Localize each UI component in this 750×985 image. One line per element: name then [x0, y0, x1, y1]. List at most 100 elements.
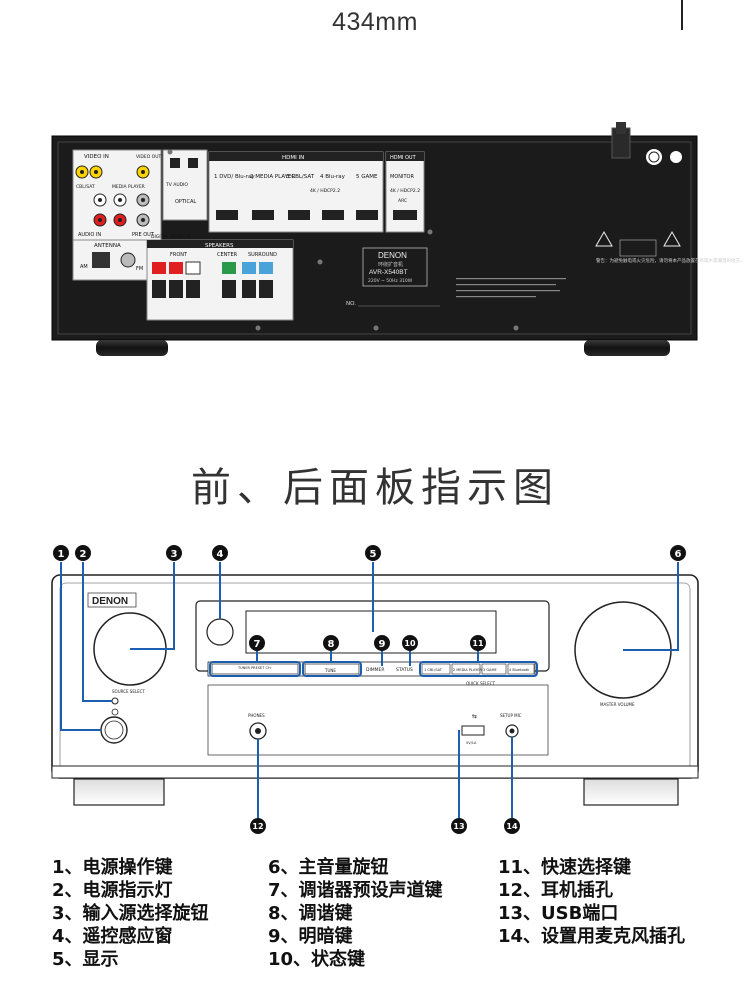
callout-5: 5	[365, 545, 381, 561]
legend-item: 8、调谐键	[268, 903, 353, 924]
legend-column-1: 1、电源操作键 2、电源指示灯 3、输入源选择旋钮 4、遥控感应窗 5、显示	[52, 856, 209, 971]
svg-text:⇆: ⇆	[472, 713, 477, 720]
svg-text:DENON: DENON	[378, 251, 407, 260]
svg-text:HDMI IN: HDMI IN	[282, 155, 304, 161]
callout-3: 3	[166, 545, 182, 561]
svg-text:VIDEO OUT MONITOR: VIDEO OUT MONITOR	[136, 154, 184, 160]
dimension-tick	[681, 0, 683, 30]
tune-button[interactable]	[304, 663, 360, 675]
svg-text:SPEAKERS: SPEAKERS	[205, 243, 234, 249]
svg-text:7: 7	[254, 639, 261, 650]
legend-item: 7、调谐器预设声道键	[268, 880, 443, 901]
svg-text:220V ~ 50Hz 310W: 220V ~ 50Hz 310W	[368, 278, 413, 284]
svg-text:AM: AM	[80, 264, 88, 270]
status-button[interactable]: STATUS	[396, 667, 413, 673]
callout-10: 10	[402, 635, 418, 651]
svg-text:警告：为避免触电或火灾危险，请勿将本产品放置在有雨水或潮湿的: 警告：为避免触电或火灾危险，请勿将本产品放置在有雨水或潮湿的地方。	[596, 257, 745, 264]
legend-item: 4、遥控感应窗	[52, 926, 173, 947]
svg-text:QUICK SELECT: QUICK SELECT	[466, 681, 496, 686]
svg-text:MONITOR: MONITOR	[390, 174, 414, 180]
power-indicator-led	[111, 697, 119, 705]
front-brand-logo: DENON	[92, 596, 128, 607]
svg-text:2 MEDIA PLAYER: 2 MEDIA PLAYER	[453, 668, 482, 672]
callout-6: 6	[670, 545, 686, 561]
svg-text:8: 8	[328, 639, 335, 650]
front-foot-left	[73, 778, 165, 806]
usb-port[interactable]	[461, 725, 485, 736]
front-panel: DENON SOURCE SELECT TUNER PRESET CH TUNE…	[51, 574, 699, 806]
svg-text:3 CBL/SAT: 3 CBL/SAT	[286, 174, 315, 180]
page-title: 前、后面板指示图	[191, 465, 559, 511]
front-foot-right	[583, 778, 679, 806]
svg-text:3: 3	[171, 549, 178, 560]
svg-text:4 Bluetooth: 4 Bluetooth	[509, 668, 529, 672]
svg-text:FRONT: FRONT	[170, 252, 188, 258]
svg-text:10: 10	[404, 639, 416, 648]
svg-text:1: 1	[58, 549, 65, 560]
svg-text:MEDIA PLAYER: MEDIA PLAYER	[112, 184, 145, 190]
svg-text:ARC: ARC	[398, 198, 407, 204]
callout-1: 1	[53, 545, 69, 561]
svg-text:AUDIO IN: AUDIO IN	[78, 232, 101, 238]
legend-item: 11、快速选择键	[498, 857, 632, 878]
rear-foot-right	[584, 340, 670, 356]
svg-text:5 GAME: 5 GAME	[356, 174, 378, 180]
power-icon	[111, 708, 119, 716]
svg-text:SURROUND: SURROUND	[248, 252, 277, 258]
callout-11: 11	[470, 635, 486, 651]
svg-text:环绕扩音机: 环绕扩音机	[378, 261, 403, 268]
callout-lines	[60, 562, 679, 818]
callout-14: 14	[504, 818, 520, 834]
svg-text:4: 4	[217, 549, 224, 560]
svg-text:OPTICAL: OPTICAL	[175, 199, 196, 205]
svg-text:5: 5	[370, 549, 377, 560]
legend-item: 5、显示	[52, 949, 119, 970]
svg-text:NO.: NO.	[346, 301, 356, 307]
svg-text:13: 13	[453, 822, 464, 831]
svg-text:1 DVD/ Blu-ray: 1 DVD/ Blu-ray	[214, 174, 255, 180]
svg-text:ANTENNA: ANTENNA	[94, 243, 121, 249]
svg-text:TUNER PRESET CH: TUNER PRESET CH	[237, 666, 271, 670]
callout-8: 8	[323, 635, 339, 651]
legend-column-3: 11、快速选择键 12、耳机插孔 13、USB端口 14、设置用麦克风插孔	[498, 856, 685, 948]
video-in-label: VIDEO IN	[84, 154, 109, 160]
legend-item: 1、电源操作键	[52, 857, 173, 878]
svg-text:AVR-X540BT: AVR-X540BT	[369, 269, 408, 276]
display-window	[245, 610, 497, 654]
svg-text:PHONES: PHONES	[248, 713, 265, 718]
svg-text:12: 12	[252, 822, 263, 831]
legend-item: 12、耳机插孔	[498, 880, 614, 901]
svg-text:5V/1A: 5V/1A	[466, 741, 477, 745]
svg-text:CBL/SAT: CBL/SAT	[76, 184, 95, 190]
svg-text:9: 9	[379, 639, 386, 650]
svg-text:PRE OUT: PRE OUT	[132, 232, 155, 238]
svg-text:HDMI OUT: HDMI OUT	[390, 155, 417, 161]
callout-13: 13	[451, 818, 467, 834]
tuner-preset-button[interactable]	[211, 663, 299, 675]
width-dimension-label: 434mm	[332, 8, 418, 36]
svg-text:4K / HDCP2.2: 4K / HDCP2.2	[390, 188, 420, 194]
svg-text:2 MEDIA PLAYER: 2 MEDIA PLAYER	[250, 174, 296, 180]
legend-column-2: 6、主音量旋钮 7、调谐器预设声道键 8、调谐键 9、明暗键 10、状态键	[268, 856, 443, 971]
callout-badges: 1 2 3 4 5 6 7 8 9 10 11 12 13 14	[53, 545, 686, 834]
callout-7: 7	[249, 635, 265, 651]
legend-item: 14、设置用麦克风插孔	[498, 926, 686, 947]
svg-text:CENTER: CENTER	[217, 252, 238, 258]
svg-text:2: 2	[80, 549, 87, 560]
svg-text:3 GAME: 3 GAME	[483, 668, 497, 672]
svg-text:11: 11	[472, 639, 484, 648]
svg-text:SETUP MIC: SETUP MIC	[500, 713, 522, 718]
svg-text:TV AUDIO: TV AUDIO	[165, 182, 188, 188]
dimmer-button[interactable]: DIMMER	[366, 667, 385, 673]
callout-12: 12	[250, 818, 266, 834]
callout-2: 2	[75, 545, 91, 561]
callout-9: 9	[374, 635, 390, 651]
svg-text:6: 6	[675, 549, 682, 560]
svg-text:FM: FM	[136, 266, 143, 272]
callout-4: 4	[212, 545, 228, 561]
legend-item: 6、主音量旋钮	[268, 857, 389, 878]
legend-item: 3、输入源选择旋钮	[52, 903, 209, 924]
svg-text:1 CBL/SAT: 1 CBL/SAT	[424, 668, 443, 672]
legend-item: 2、电源指示灯	[52, 880, 173, 901]
